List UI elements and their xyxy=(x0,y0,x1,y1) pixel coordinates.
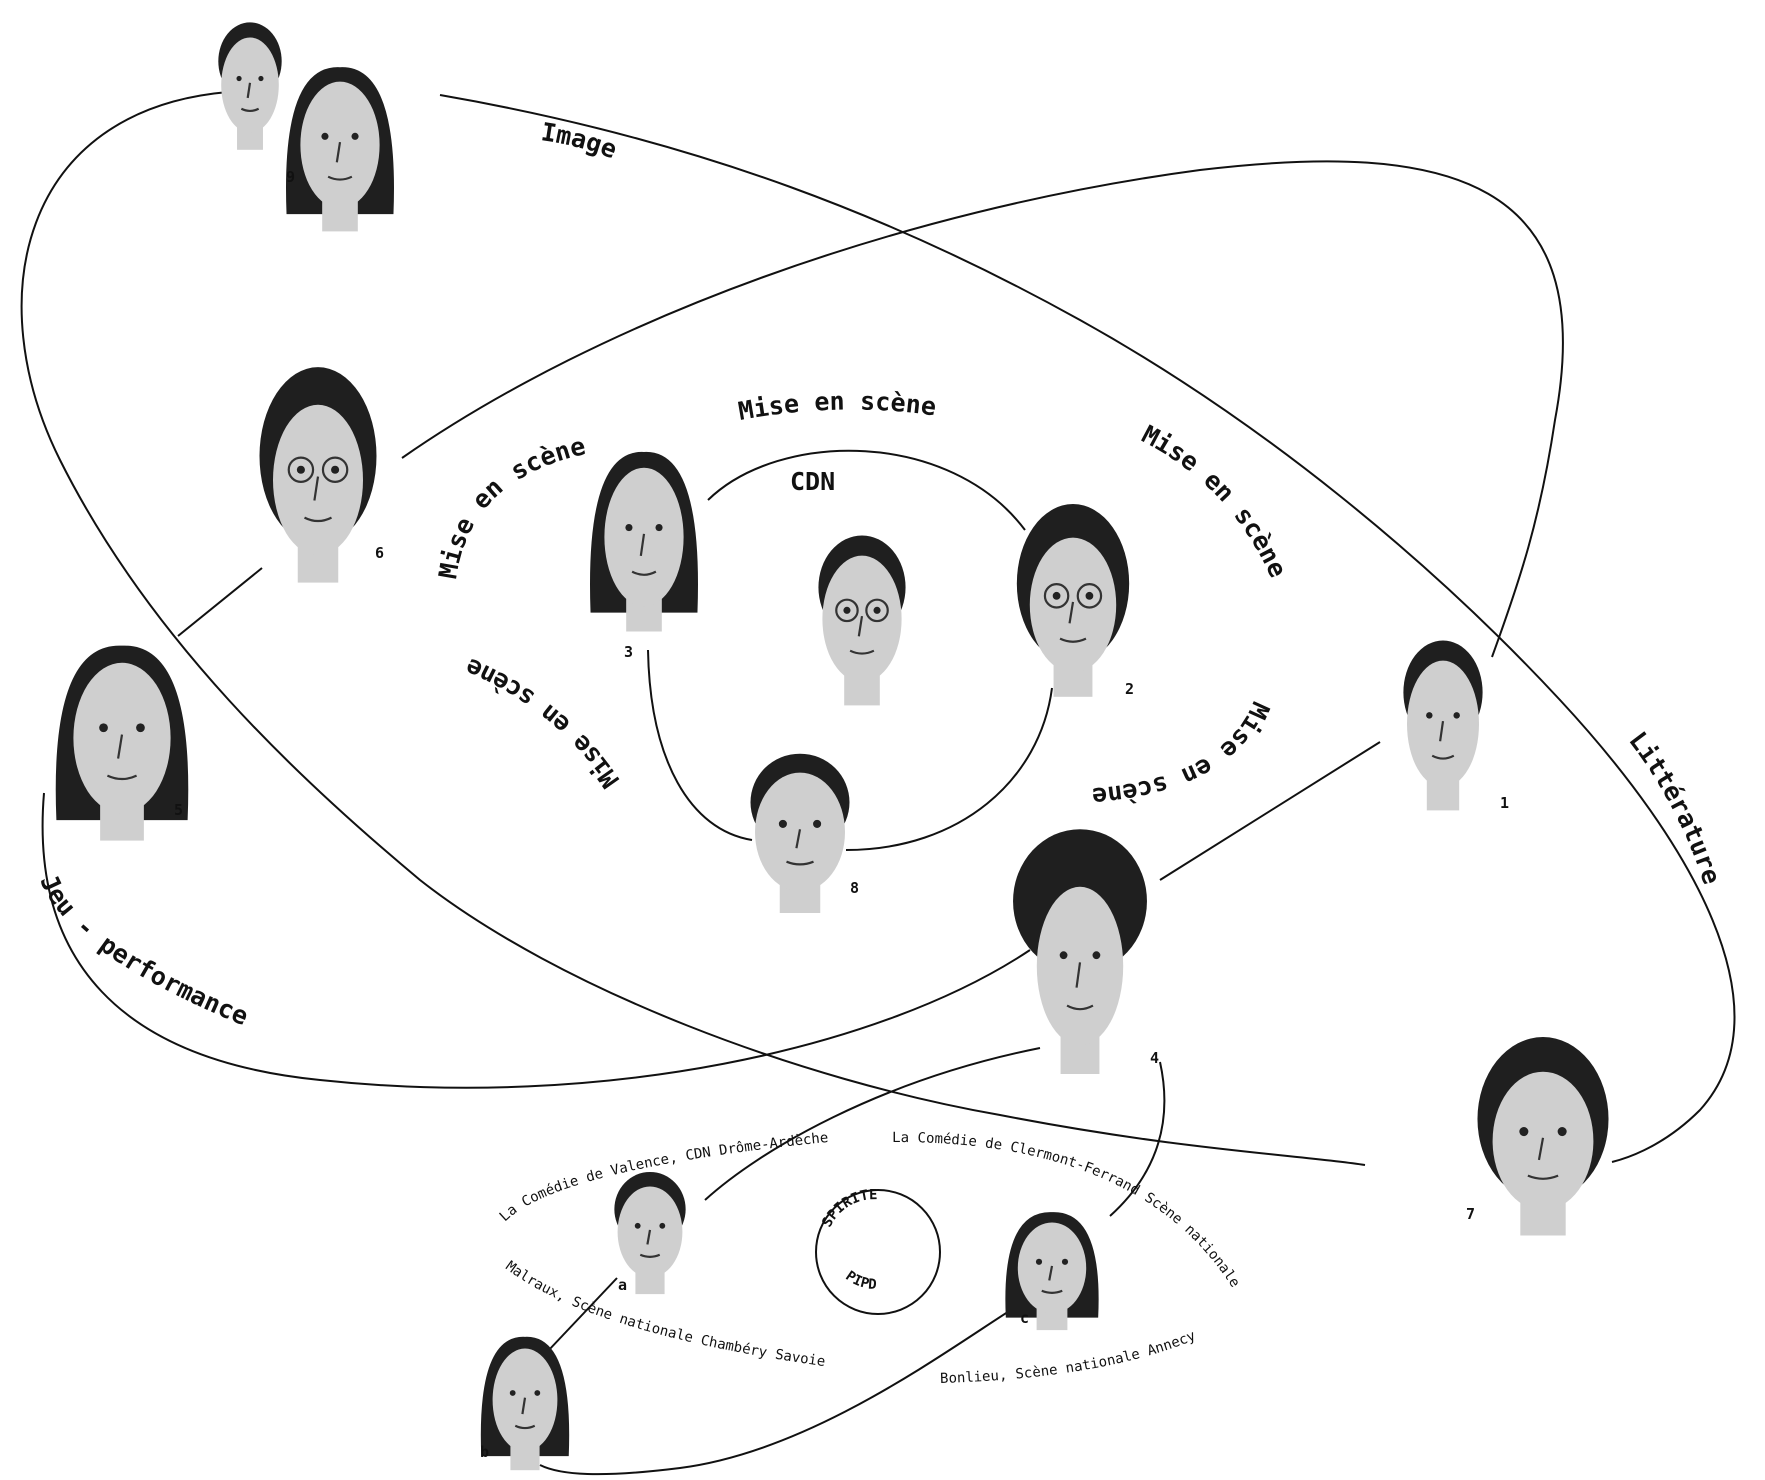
portrait-5: 5 xyxy=(55,645,189,841)
portrait-b: b xyxy=(480,1336,570,1471)
portrait-number-8: 8 xyxy=(850,879,859,897)
link-4-a xyxy=(704,1047,1041,1201)
label-jeu-performance: Jeu - performance xyxy=(34,870,252,1031)
loop-c-b xyxy=(539,1297,1031,1476)
label-mise-en-scene-lower-right: Mise en scène xyxy=(1091,698,1275,812)
spirite-circle xyxy=(815,1189,941,1315)
portraits: 1 2 3 4 5 6 7 8 9 a b c xyxy=(55,22,1609,1471)
portrait-8: 8 xyxy=(750,753,859,913)
portrait-number-2: 2 xyxy=(1125,680,1134,698)
portrait-1: 1 xyxy=(1403,640,1509,812)
portrait-number-1: 1 xyxy=(1500,794,1509,812)
portrait-number-b: b xyxy=(480,1443,489,1461)
portrait-number-9: 9 xyxy=(286,168,295,186)
label-mise-en-scene-top: Mise en scène xyxy=(736,386,938,425)
portrait-number-a: a xyxy=(618,1276,627,1294)
portrait-number-5: 5 xyxy=(174,801,183,819)
portrait-number-c: c xyxy=(1020,1309,1029,1327)
link-5-6 xyxy=(177,567,263,637)
portrait-number-3: 3 xyxy=(624,643,633,661)
portrait-number-4: 4 xyxy=(1150,1049,1159,1067)
label-spirite: SPIRITE xyxy=(819,1187,877,1230)
orbit-large-right xyxy=(401,160,1564,658)
label-mise-en-scene-upper-left: Mise en scène xyxy=(433,431,588,580)
portrait-4: 4 xyxy=(1013,829,1159,1074)
link-1-4 xyxy=(1159,741,1381,881)
orbit-jeu-performance xyxy=(41,792,1031,1089)
label-bonlieu: Bonlieu, Scène nationale Annecy xyxy=(940,1328,1198,1387)
portrait-a: a xyxy=(614,1171,686,1295)
label-cdn: CDN xyxy=(790,467,835,496)
portrait-cdn xyxy=(818,535,906,706)
orbit-image-litterature xyxy=(20,91,1366,1166)
label-litterature: Littérature xyxy=(1623,726,1726,888)
portrait-c: c xyxy=(1005,1212,1099,1331)
label-mise-en-scene-lower-left: Mise en scène xyxy=(461,652,625,793)
label-pipd: PIPD xyxy=(843,1268,878,1293)
orbit-lines xyxy=(20,91,1736,1476)
label-mise-en-scene-upper-right: Mise en scène xyxy=(1137,420,1292,582)
portrait-3: 3 xyxy=(590,451,698,661)
portrait-9: 9 xyxy=(218,22,394,232)
orbit-image-upper xyxy=(439,94,1736,1163)
portrait-7: 7 xyxy=(1466,1037,1609,1236)
inner-circle xyxy=(647,449,1053,851)
link-4-c xyxy=(1109,1061,1166,1217)
portrait-2: 2 xyxy=(1016,504,1134,698)
portrait-6: 6 xyxy=(259,367,384,583)
portrait-number-7: 7 xyxy=(1466,1205,1475,1223)
portrait-number-6: 6 xyxy=(375,544,384,562)
label-image: Image xyxy=(539,117,621,164)
